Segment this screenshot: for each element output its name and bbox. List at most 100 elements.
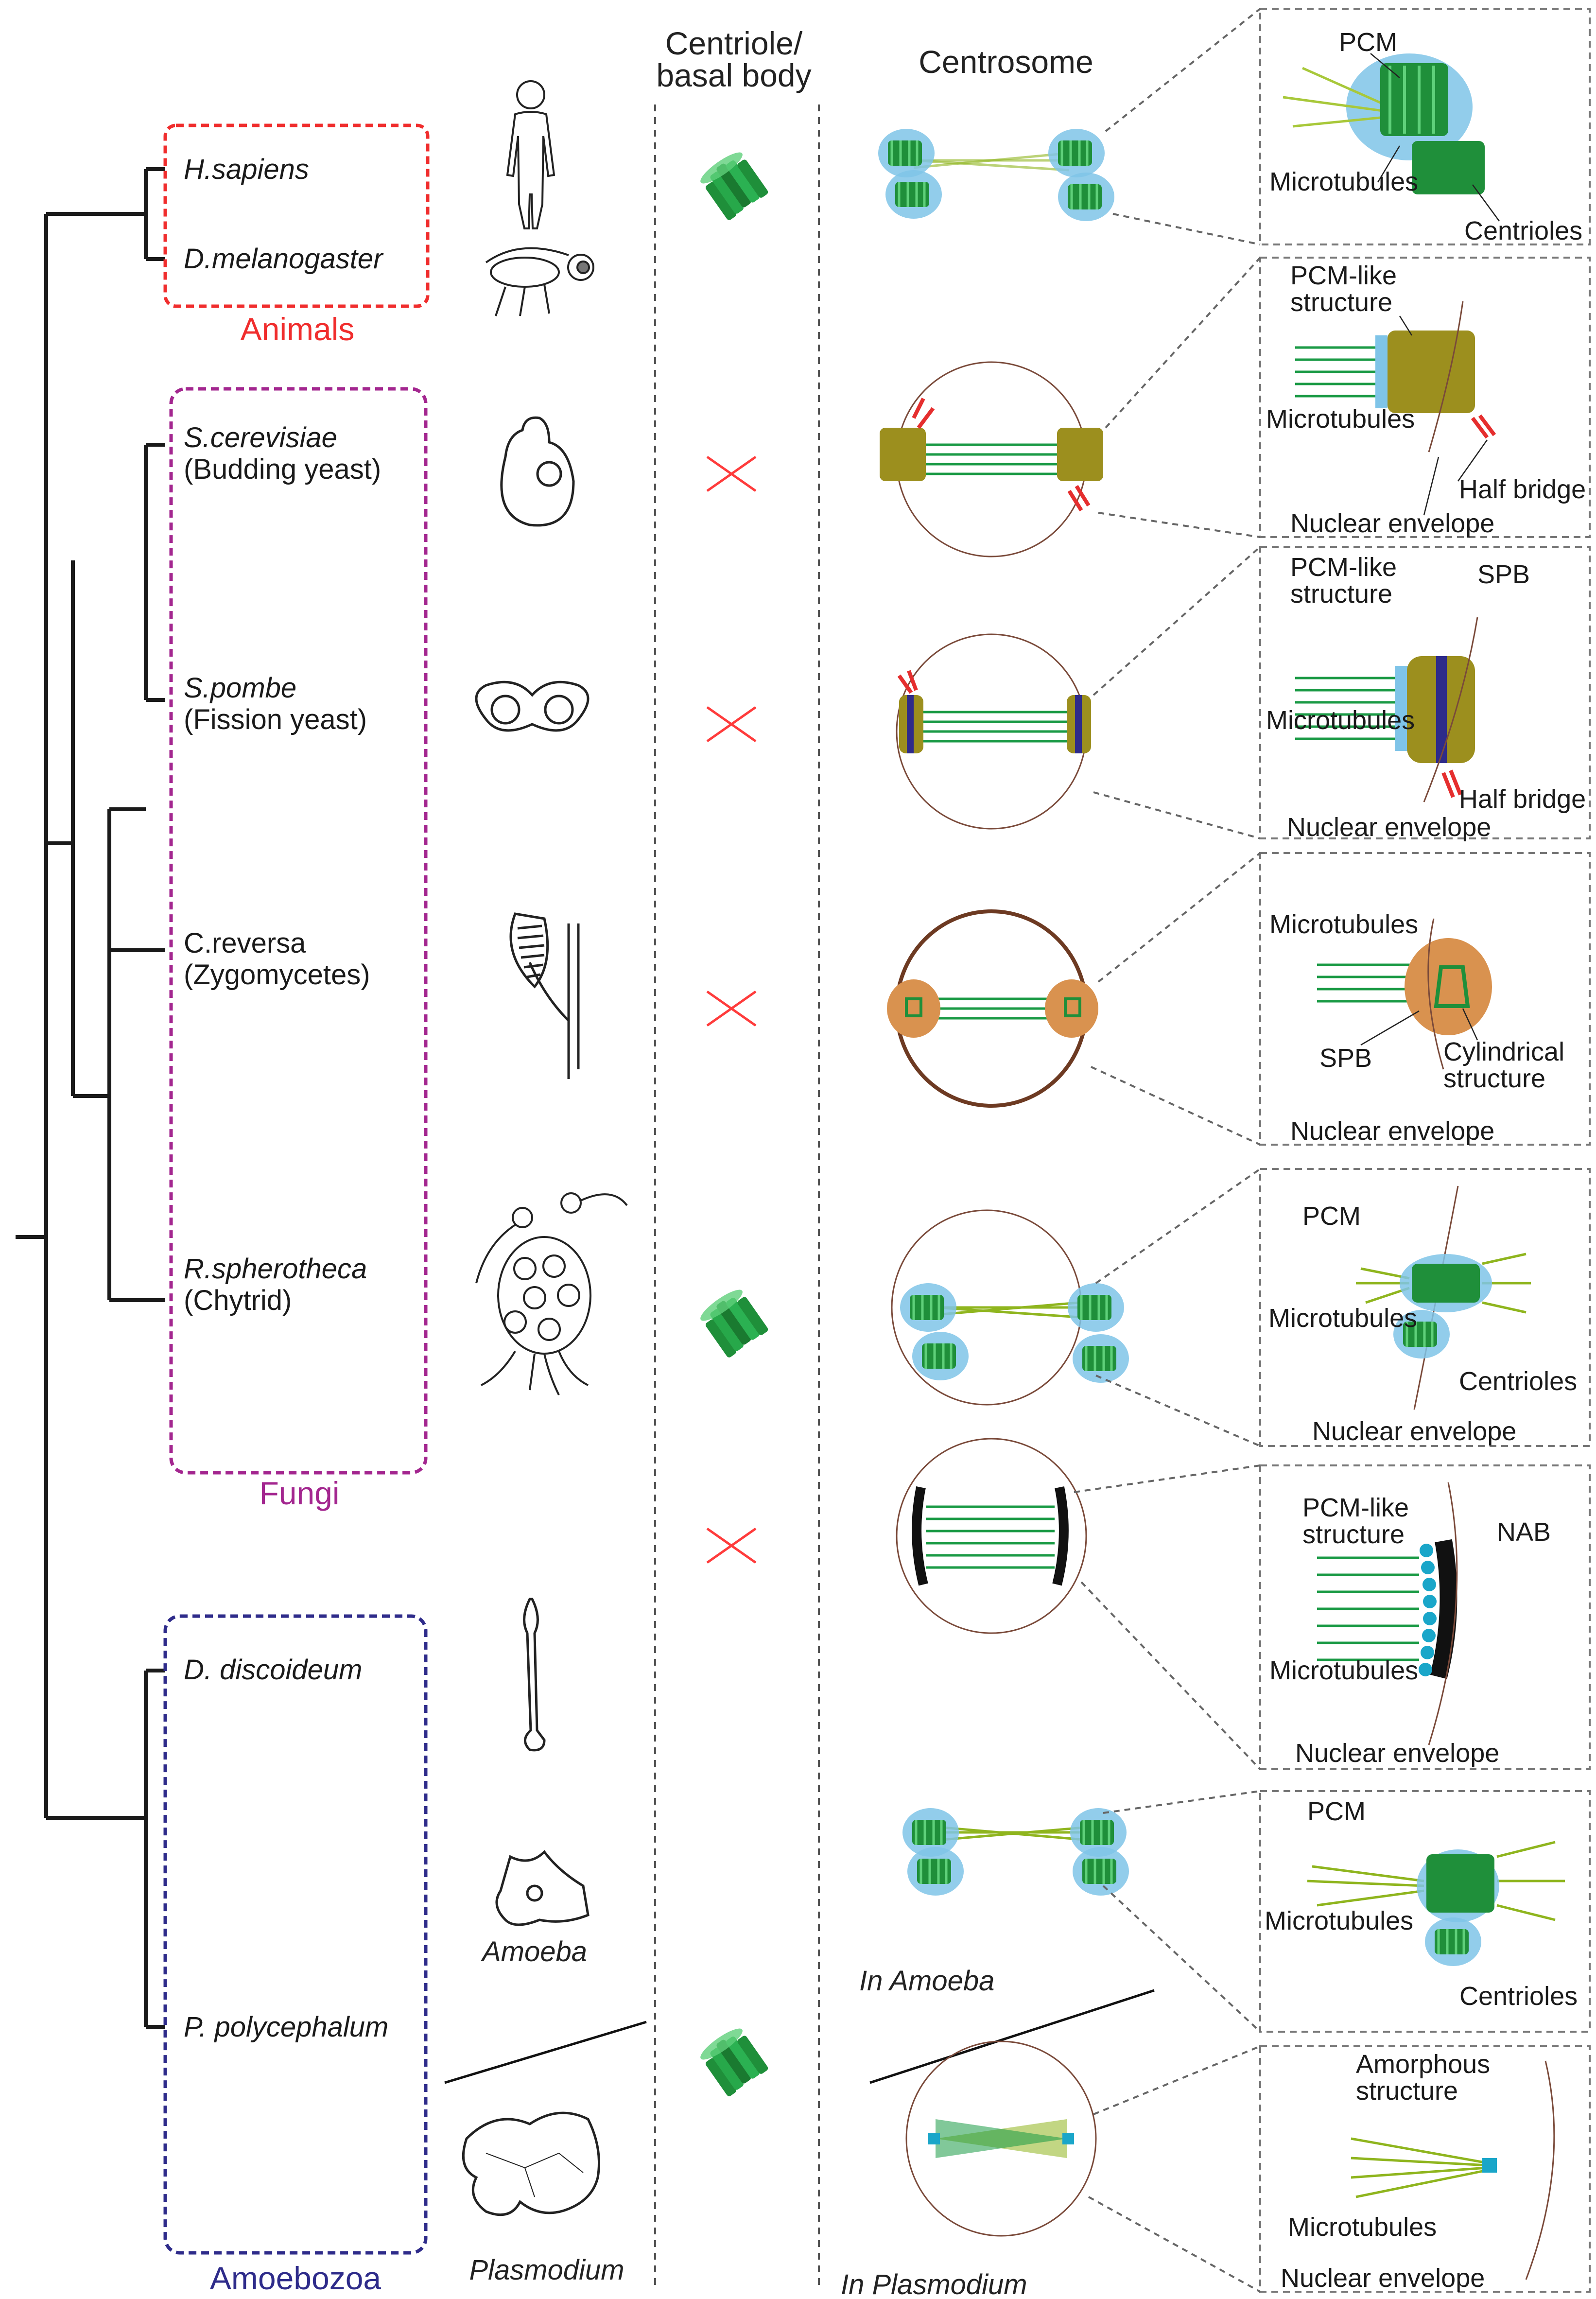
panel-label: Half bridge — [1459, 475, 1586, 504]
stage-divider-line — [444, 2020, 647, 2084]
panel-label: Microtubules — [1269, 167, 1418, 196]
detail-panel-box — [1259, 2045, 1591, 2293]
species-name: D.melanogaster — [184, 243, 384, 275]
panel-label: Nuclear envelope — [1312, 1417, 1516, 1446]
plasmodium-icon — [462, 2111, 600, 2216]
stage-divider-line — [869, 1989, 1155, 2084]
panel-label: structure — [1302, 1520, 1405, 1549]
panel-label: Nuclear envelope — [1295, 1739, 1499, 1768]
spindle-budding-yeast — [880, 361, 1103, 557]
species-name: R.spherotheca — [184, 1253, 367, 1285]
centriole-absent-mark — [707, 992, 756, 1026]
fission-yeast-icon — [475, 680, 590, 732]
species-common-name: (Chytrid) — [184, 1285, 292, 1316]
species-name: D. discoideum — [184, 1654, 362, 1686]
header-centriole-line2: basal body — [656, 57, 811, 93]
panel-label: Nuclear envelope — [1290, 509, 1494, 538]
panel-label: Microtubules — [1269, 910, 1418, 939]
header-centriole-line1: Centriole/ — [665, 25, 803, 61]
header-centrosome: Centrosome — [919, 44, 1093, 80]
panel-label: Amorphous — [1356, 2050, 1490, 2079]
centriole-absent-mark — [707, 457, 756, 491]
panel-label: Microtubules — [1288, 2212, 1437, 2242]
species-common-name: (Fission yeast) — [184, 704, 367, 735]
in-amoeba-label: In Amoeba — [859, 1965, 994, 1997]
in-plasmodium-label: In Plasmodium — [841, 2269, 1027, 2299]
species-name: P. polycephalum — [184, 2011, 388, 2043]
panel-label: Centrioles — [1459, 1367, 1577, 1396]
panel-label: Centrioles — [1459, 1982, 1578, 2011]
spindle-fission-yeast — [896, 633, 1091, 830]
centriole-present-icon — [696, 1285, 770, 1359]
panel-label: structure — [1356, 2076, 1458, 2106]
panel-label: PCM-like — [1290, 553, 1397, 582]
group-label-amoebozoa: Amoebozoa — [210, 2260, 382, 2296]
centriole-present-icon — [696, 148, 770, 222]
detail-panel-3: PCM-like structure SPB Microtubules Half… — [1266, 553, 1586, 842]
group-label-fungi: Fungi — [259, 1475, 339, 1511]
detail-panel-box — [1259, 257, 1591, 538]
detail-panel-box — [1259, 8, 1591, 245]
panel-label: Nuclear envelope — [1290, 1116, 1494, 1146]
fly-icon — [485, 247, 594, 316]
spindle-plasmodium — [905, 2040, 1097, 2237]
chytrid-icon — [475, 1192, 628, 1395]
panel-connectors — [1074, 8, 1261, 2293]
detail-panel-box — [1259, 546, 1591, 839]
detail-panel-2: PCM-like structure Microtubules Half bri… — [1266, 261, 1586, 538]
panel-label: structure — [1290, 288, 1392, 317]
panel-label: PCM — [1307, 1797, 1366, 1826]
panel-label: Microtubules — [1266, 404, 1415, 434]
group-box-animals — [163, 123, 430, 308]
species-name: C.reversa — [184, 927, 306, 959]
panel-label: structure — [1443, 1064, 1545, 1093]
detail-panel-box — [1259, 852, 1591, 1146]
panel-label: Cylindrical — [1443, 1037, 1564, 1066]
phylogenetic-tree — [16, 167, 165, 2029]
centriole-present-icon — [696, 2024, 770, 2098]
panel-label: Nuclear envelope — [1281, 2264, 1485, 2293]
centriole-absent-mark — [707, 1529, 756, 1563]
detail-panel-box — [1259, 1464, 1591, 1770]
detail-panel-7: PCM Microtubules Centrioles — [1265, 1797, 1578, 2011]
species-common-name: (Zygomycetes) — [184, 959, 370, 991]
panel-label: Half bridge — [1459, 784, 1586, 814]
panel-label: structure — [1290, 579, 1392, 609]
panel-label: PCM — [1339, 28, 1397, 57]
species-name: S.pombe — [184, 672, 296, 704]
panel-label: PCM — [1302, 1202, 1361, 1231]
panel-label: Microtubules — [1268, 1304, 1417, 1333]
dictyostelium-icon — [523, 1598, 546, 1752]
species-name: H.sapiens — [184, 154, 309, 185]
spindle-chytrid — [891, 1209, 1129, 1406]
group-box-amoebozoa — [163, 1614, 428, 2255]
human-icon — [506, 80, 555, 229]
panel-label: PCM-like — [1290, 261, 1397, 290]
panel-label: Nuclear envelope — [1287, 813, 1491, 842]
centriole-absent-mark — [707, 707, 756, 741]
zygomycete-icon — [509, 912, 580, 1079]
detail-panel-1: PCM Microtubules Centrioles — [1269, 28, 1582, 245]
detail-panel-box — [1259, 1790, 1591, 2033]
panel-label: Microtubules — [1269, 1656, 1418, 1685]
plasmodium-icon-label: Plasmodium — [469, 2254, 624, 2286]
detail-panel-box — [1259, 1168, 1591, 1447]
panel-label: Centrioles — [1464, 216, 1582, 245]
spindle-amoeba — [902, 1808, 1129, 1896]
amoeba-icon-label: Amoeba — [481, 1936, 587, 1968]
group-label-animals: Animals — [241, 311, 355, 347]
panel-label: Microtubules — [1265, 1906, 1413, 1935]
panel-label: Microtubules — [1266, 706, 1415, 735]
species-name: S.cerevisiae — [184, 422, 337, 453]
panel-label: SPB — [1319, 1044, 1372, 1073]
detail-panel-4: Microtubules SPB Cylindrical structure N… — [1269, 910, 1564, 1146]
panel-label: SPB — [1477, 560, 1530, 589]
panel-label: NAB — [1497, 1517, 1551, 1547]
group-box-fungi — [169, 387, 428, 1475]
centriole-column — [696, 148, 770, 2098]
panel-label: PCM-like — [1302, 1493, 1409, 1522]
detail-panel-6: PCM-like structure NAB Microtubules Nucl… — [1269, 1482, 1551, 1768]
amoeba-icon — [495, 1850, 590, 1926]
